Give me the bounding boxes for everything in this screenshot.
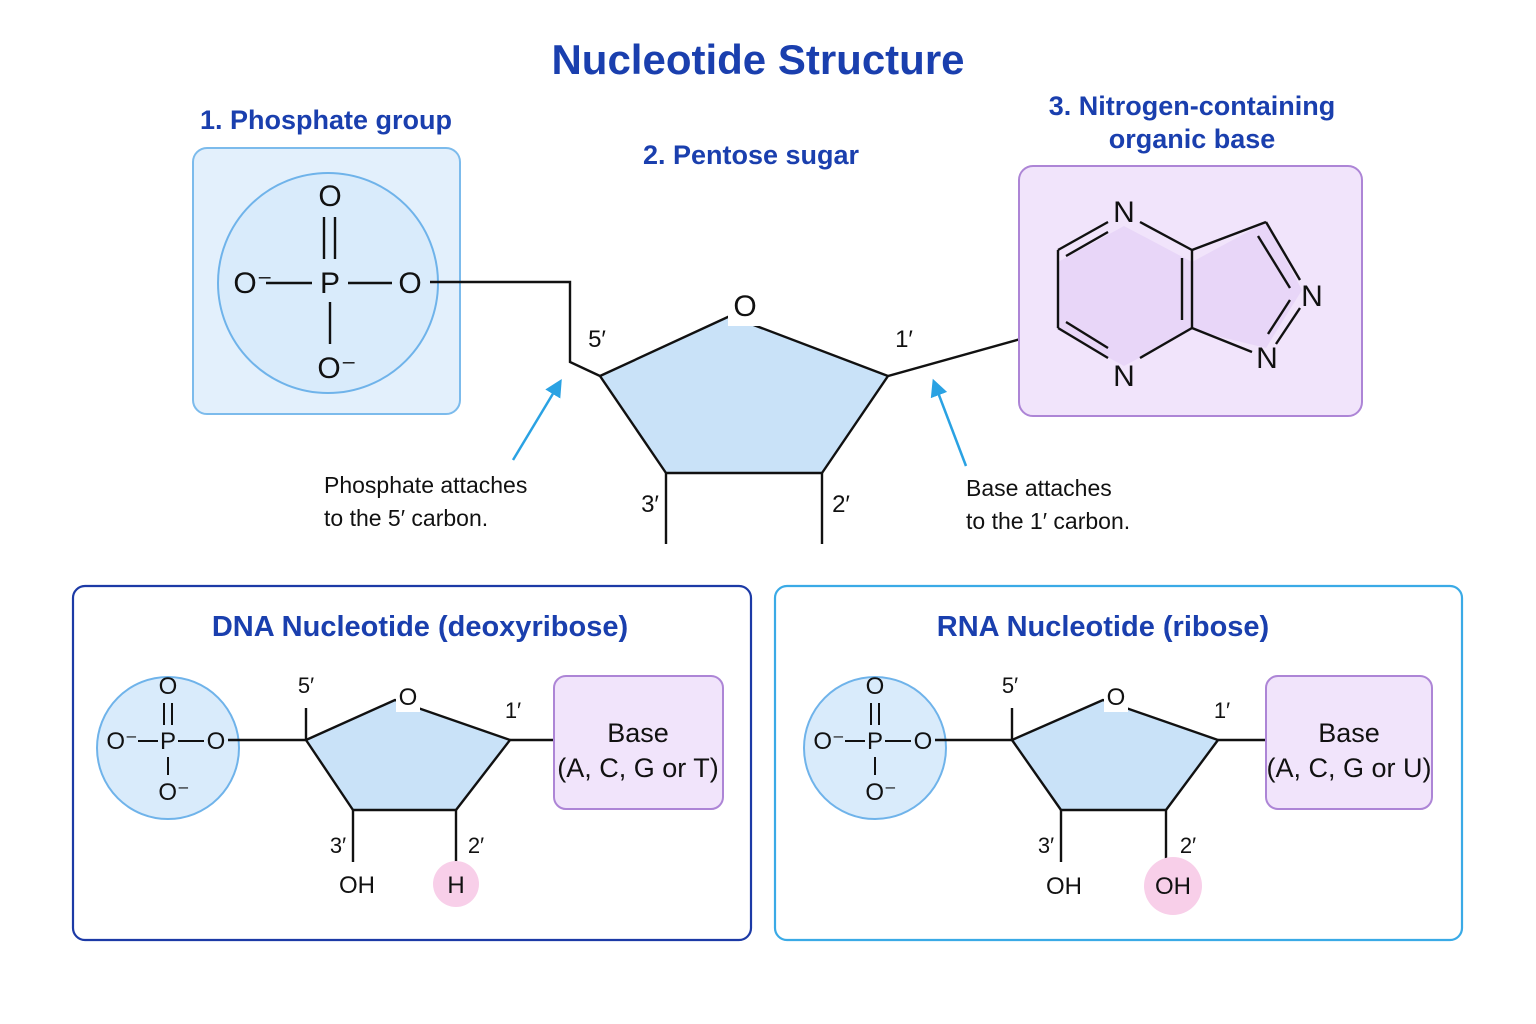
base-five-ring (1192, 222, 1302, 348)
phosphate-heading: 1. Phosphate group (200, 105, 452, 135)
ring-bond-3 (1057, 326, 1109, 360)
rna-c3-hydroxyl: OH (1046, 873, 1082, 900)
rna-phosphate-o-top: O (866, 673, 885, 700)
phosphate-attach-arrow (511, 379, 562, 461)
rna-base-box (1265, 675, 1433, 810)
ring-bond-3b (1065, 320, 1109, 350)
ring-bond-9 (1275, 307, 1301, 345)
ring-bond-6 (1139, 220, 1193, 252)
dna-pentose-ring (304, 698, 512, 812)
phosphate-double-o: O (318, 180, 341, 213)
ring-bond-7 (1191, 220, 1267, 252)
rna-label-c1: 1′ (1214, 698, 1230, 723)
rna-pentose-ring (1010, 698, 1220, 812)
dna-phosphate-circle (96, 676, 240, 820)
dna-label-c1: 1′ (505, 698, 521, 723)
label-c3: 3′ (641, 491, 659, 518)
ring-bond-4 (1139, 326, 1193, 360)
ring-bond-1 (1057, 220, 1109, 252)
dna-c3-hydroxyl: OH (339, 872, 375, 899)
ring-oxygen: O (733, 290, 756, 323)
dna-base-options: (A, C, G or T) (557, 753, 719, 783)
base-heading-line1: 3. Nitrogen-containing (1049, 91, 1336, 121)
rna-label-c5: 5′ (1002, 673, 1018, 698)
sugar-heading: 2. Pentose sugar (643, 140, 860, 170)
dna-phosphate-oxide-bottom: O⁻ (158, 779, 189, 806)
dna-phosphate-oxide-left: O⁻ (106, 728, 137, 755)
phosphorus-atom: P (320, 267, 340, 300)
label-c2: 2′ (832, 491, 850, 518)
dna-ring-oxygen: O (399, 684, 418, 711)
rna-phosphate-circle (803, 676, 947, 820)
label-c5: 5′ (588, 326, 606, 353)
phosphate-note-line2: to the 5′ carbon. (324, 505, 488, 531)
rna-phosphate-o-right: O (914, 728, 933, 755)
dna-phosphate-o-top: O (159, 673, 178, 700)
rna-phosphate-oxide-bottom: O⁻ (865, 779, 896, 806)
dna-label-c2: 2′ (468, 833, 484, 858)
rna-base-label: Base (1318, 718, 1380, 748)
dna-phosphate-o-right: O (207, 728, 226, 755)
rna-phosphate-p: P (867, 728, 883, 755)
phosphate-bottom-oxide: O⁻ (317, 352, 356, 385)
ring-bond-1b (1065, 230, 1109, 258)
rna-label-c3: 3′ (1038, 833, 1054, 858)
label-c1: 1′ (895, 326, 913, 353)
base-heading-line2: organic base (1109, 124, 1276, 154)
base-n3: N (1301, 280, 1323, 313)
rna-base-options: (A, C, G or U) (1266, 753, 1431, 783)
phosphate-right-o: O (398, 267, 421, 300)
dna-phosphate-p: P (160, 728, 176, 755)
pentose-ring (598, 314, 890, 475)
base-n1: N (1113, 196, 1135, 229)
dna-ring-oxygen-mask (396, 684, 420, 712)
phosphate-note-line1: Phosphate attaches (324, 472, 527, 498)
page-title: Nucleotide Structure (551, 36, 964, 83)
ring-oxygen-mask (728, 288, 760, 326)
dna-base-box (553, 675, 724, 810)
dna-c2-hydrogen: H (447, 872, 464, 899)
rna-ring-oxygen: O (1107, 684, 1126, 711)
ring-bond-8 (1264, 221, 1302, 281)
dna-label-c5: 5′ (298, 673, 314, 698)
phosphate-left-oxide: O⁻ (233, 267, 272, 300)
base-note-line1: Base attaches (966, 475, 1112, 501)
base-note-line2: to the 1′ carbon. (966, 508, 1130, 534)
rna-phosphate-oxide-left: O⁻ (813, 728, 844, 755)
dna-c2-highlight (433, 861, 479, 907)
dna-label-c3: 3′ (330, 833, 346, 858)
ring-bond-8b (1256, 235, 1292, 289)
rna-label-c2: 2′ (1180, 833, 1196, 858)
base-attach-arrow (930, 378, 968, 467)
ring-bond-10 (1191, 326, 1253, 354)
dna-panel-title: DNA Nucleotide (deoxyribose) (212, 611, 628, 643)
rna-panel-title: RNA Nucleotide (ribose) (937, 611, 1269, 643)
rna-c2-highlight (1144, 857, 1202, 915)
base-n4: N (1256, 342, 1278, 375)
phosphate-to-c5-bond (430, 280, 601, 378)
rna-c2-hydroxyl: OH (1155, 873, 1191, 900)
base-n2: N (1113, 360, 1135, 393)
base-six-ring (1058, 226, 1192, 366)
rna-ring-oxygen-mask (1104, 684, 1128, 712)
dna-base-label: Base (607, 718, 669, 748)
ring-bond-9b (1266, 299, 1292, 335)
